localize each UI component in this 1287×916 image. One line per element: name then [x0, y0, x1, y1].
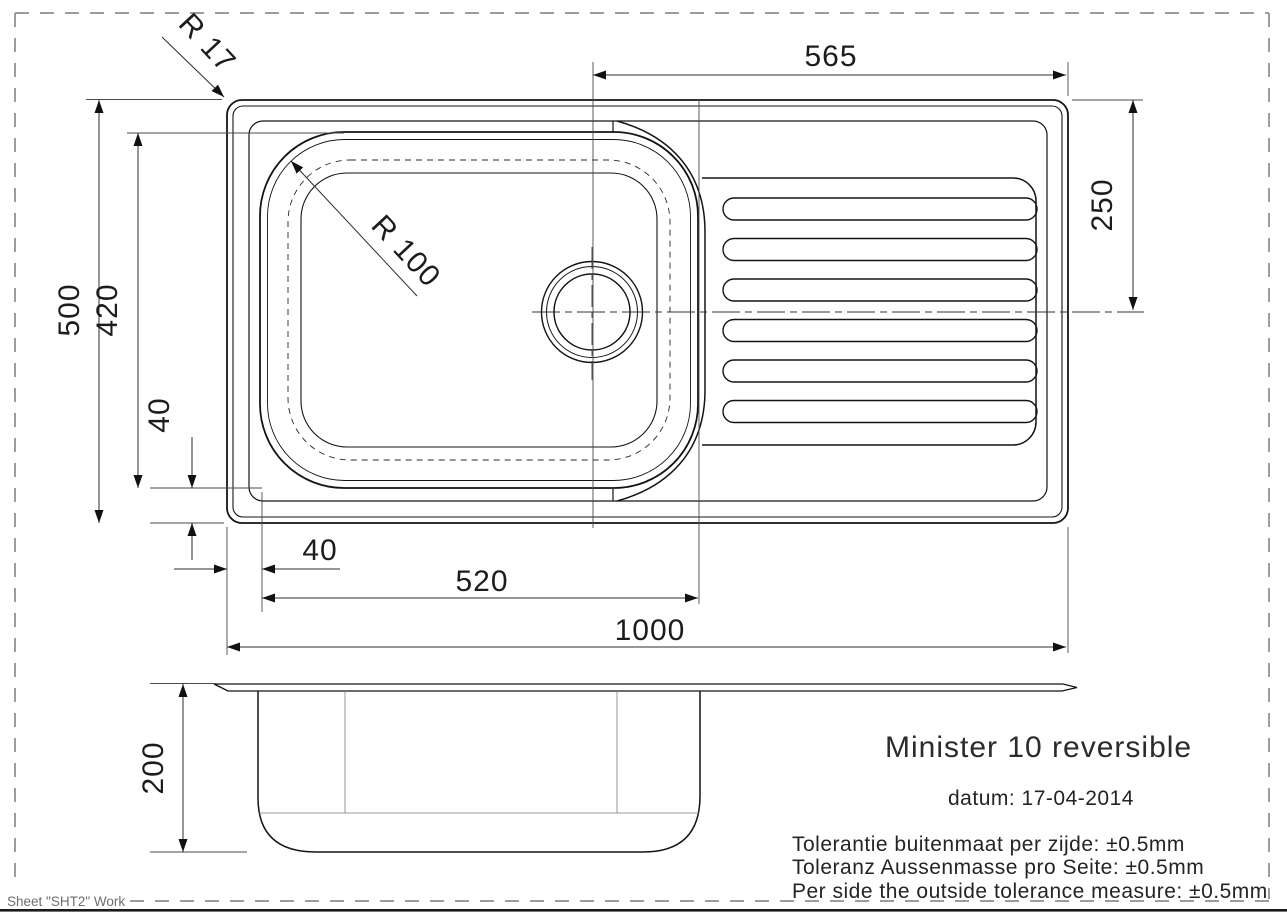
sink-outer-edge-inner [232, 105, 1063, 518]
centerlines [532, 247, 1144, 380]
top-view [226, 99, 1144, 524]
sink-rim-line [248, 120, 1048, 502]
bowl-roll-line [267, 139, 691, 481]
dim-text-40-bottom: 40 [302, 534, 337, 567]
side-view [213, 683, 1078, 853]
leader-r100 [290, 160, 418, 297]
sink-outer-edge [226, 99, 1069, 524]
title-block: Minister 10 reversible datum: 17-04-2014… [792, 731, 1268, 903]
bowl-profile [257, 691, 701, 853]
sheet-label: Sheet "SHT2" Work [7, 894, 125, 909]
tolerance-line-nl: Tolerantie buitenmaat per zijde: ±0.5mm [792, 833, 1185, 856]
dim-text-500: 500 [53, 283, 86, 336]
sheet-tab: Sheet "SHT2" Work [0, 893, 128, 909]
sheet-border [0, 12, 1287, 912]
tolerance-line-de: Toleranz Aussenmasse pro Seite: ±0.5mm [792, 856, 1204, 879]
dim-text-250: 250 [1086, 178, 1119, 231]
rim-profile [213, 683, 1078, 692]
dim-text-r100: R 100 [365, 209, 447, 294]
date-line: datum: 17-04-2014 [948, 787, 1134, 810]
leader-r17 [161, 36, 225, 98]
dim-text-420: 420 [91, 283, 124, 336]
extension-lines [86, 62, 1143, 853]
dim-text-565: 565 [804, 40, 857, 73]
dim-text-40-left: 40 [143, 397, 176, 432]
drainer-grooves [722, 197, 1038, 424]
dim-text-200: 200 [137, 741, 170, 794]
bowl-hidden-line [287, 159, 671, 461]
dim-text-1000: 1000 [615, 614, 686, 647]
drainer-field-outline [702, 177, 1037, 446]
drainer-wrap-line [616, 120, 706, 502]
bowl-opening-outline [300, 172, 658, 448]
dimension-lines [98, 36, 1134, 852]
dim-text-520: 520 [455, 565, 508, 598]
tolerance-line-en: Per side the outside tolerance measure: … [792, 880, 1268, 903]
bowl-profile-tangent-lines [259, 691, 699, 814]
dimension-arrowheads [94, 70, 1138, 852]
bowl-flange-outline [259, 131, 699, 489]
product-title: Minister 10 reversible [885, 731, 1192, 764]
dim-text-r17: R 17 [172, 7, 242, 79]
page-bottom-edge [0, 909, 1287, 912]
